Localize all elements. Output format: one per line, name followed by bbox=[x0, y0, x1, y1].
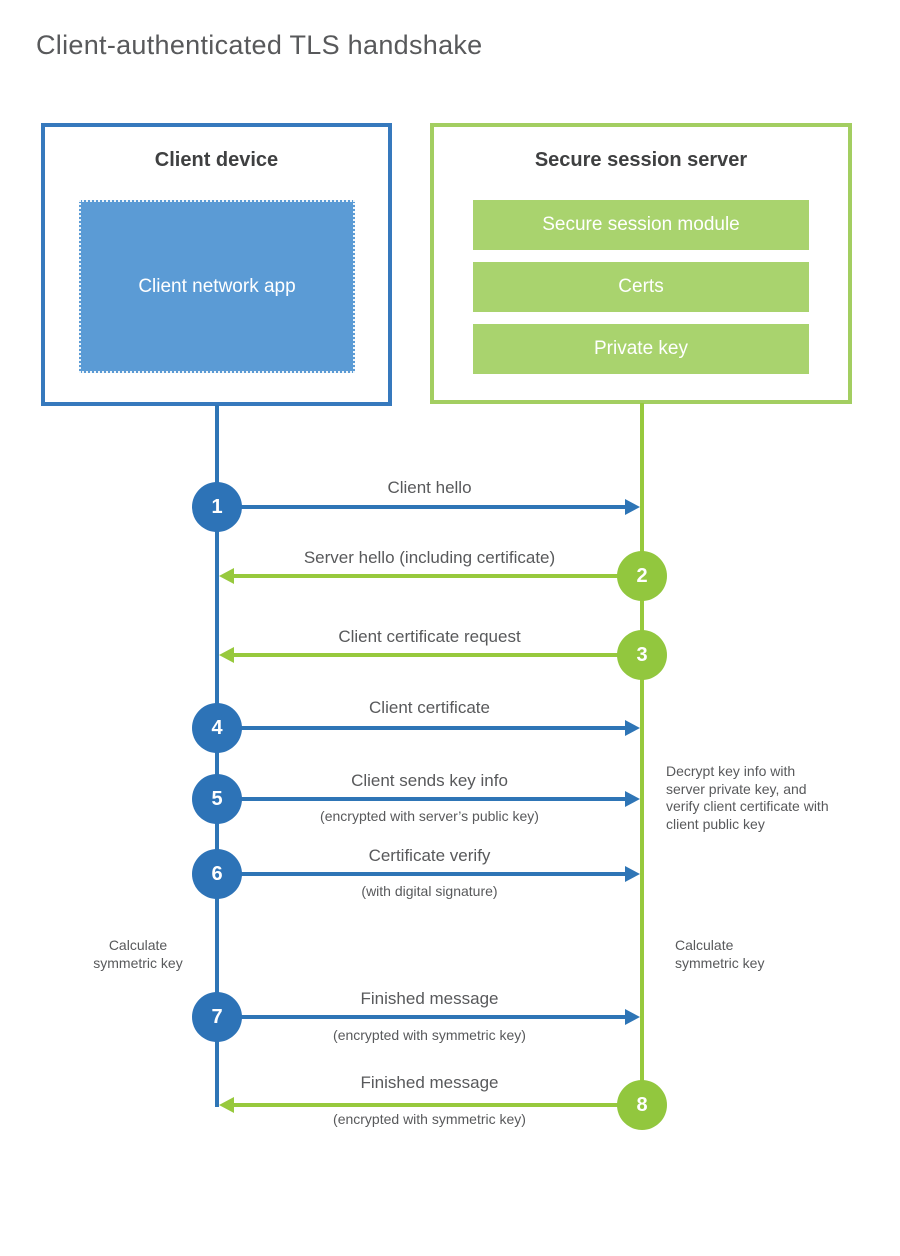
step-1-arrowhead-icon bbox=[625, 499, 640, 515]
step-6-circle: 6 bbox=[192, 849, 242, 899]
module-bar-secure-session-module: Secure session module bbox=[473, 200, 809, 250]
step-4-arrow bbox=[217, 726, 626, 730]
step-3-arrowhead-icon bbox=[219, 647, 234, 663]
client-lifeline bbox=[215, 405, 219, 1107]
step-4-circle: 4 bbox=[192, 703, 242, 753]
step-6-arrowhead-icon bbox=[625, 866, 640, 882]
step-1-label: Client hello bbox=[387, 478, 472, 497]
module-bar-certs: Certs bbox=[473, 262, 809, 312]
module-bar-private-key: Private key bbox=[473, 324, 809, 374]
step-8-circle: 8 bbox=[617, 1080, 667, 1130]
step-4-arrowhead-icon bbox=[625, 720, 640, 736]
step-8-arrow bbox=[233, 1103, 640, 1107]
step-8-arrowhead-icon bbox=[219, 1097, 234, 1113]
step-2-circle: 2 bbox=[617, 551, 667, 601]
step-8-label: Finished message bbox=[360, 1073, 499, 1092]
client-device-title: Client device bbox=[154, 149, 279, 171]
step-6-sublabel: (with digital signature) bbox=[361, 883, 498, 899]
step-5-label: Client sends key info bbox=[351, 771, 508, 790]
client-network-app-label: Client network app bbox=[138, 275, 296, 297]
note-calculate-symmetric-key-client: Calculate symmetric key bbox=[93, 937, 183, 971]
step-4-label: Client certificate bbox=[369, 698, 490, 717]
step-7-sublabel: (encrypted with symmetric key) bbox=[333, 1027, 526, 1043]
page-title: Client-authenticated TLS handshake bbox=[36, 30, 483, 60]
step-1-circle: 1 bbox=[192, 482, 242, 532]
step-5-arrow bbox=[217, 797, 626, 801]
step-3-arrow bbox=[233, 653, 640, 657]
step-2-arrowhead-icon bbox=[219, 568, 234, 584]
server-title: Secure session server bbox=[534, 149, 748, 171]
client-network-app-box: Client network app bbox=[79, 200, 355, 373]
server-lifeline bbox=[640, 403, 644, 1105]
step-6-arrow bbox=[217, 872, 626, 876]
note-calculate-symmetric-key-server: Calculate symmetric key bbox=[675, 937, 765, 971]
step-2-label: Server hello (including certificate) bbox=[303, 548, 556, 567]
step-3-label: Client certificate request bbox=[338, 627, 521, 646]
step-5-arrowhead-icon bbox=[625, 791, 640, 807]
step-1-arrow bbox=[217, 505, 626, 509]
step-8-sublabel: (encrypted with symmetric key) bbox=[333, 1111, 526, 1127]
step-3-circle: 3 bbox=[617, 630, 667, 680]
step-5-circle: 5 bbox=[192, 774, 242, 824]
step-7-arrow bbox=[217, 1015, 626, 1019]
step-7-label: Finished message bbox=[360, 989, 499, 1008]
step-6-label: Certificate verify bbox=[368, 846, 491, 865]
note-decrypt-key-info: Decrypt key info with server private key… bbox=[666, 763, 829, 832]
step-2-arrow bbox=[233, 574, 640, 578]
step-7-arrowhead-icon bbox=[625, 1009, 640, 1025]
step-7-circle: 7 bbox=[192, 992, 242, 1042]
step-5-sublabel: (encrypted with server’s public key) bbox=[320, 808, 539, 824]
